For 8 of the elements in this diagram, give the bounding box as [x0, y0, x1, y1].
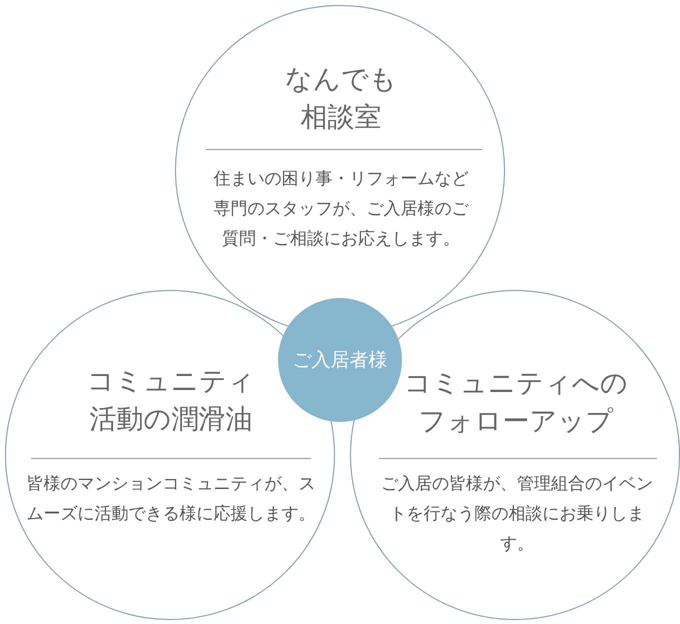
- circle-heading: コミュニティへのフォローアップ: [403, 367, 629, 439]
- circle-heading: コミュニティ活動の潤滑油: [86, 365, 256, 437]
- circle-heading: なんでも相談室: [284, 63, 398, 135]
- circle-description: 住まいの困り事・リフォームなど専門のスタッフが、ご入居様のご質問・ご相談にお応えします。: [212, 168, 470, 251]
- circle-description: 皆様のマンションコミュニティが、スムーズに活動できる様に応援します。: [26, 473, 316, 526]
- circle-description: ご入居の皆様が、管理組合のイベントを行なう際の相談にお乗りします。: [380, 473, 654, 556]
- circle-label: ご入居者様: [292, 348, 388, 373]
- topic-circle: [350, 290, 680, 620]
